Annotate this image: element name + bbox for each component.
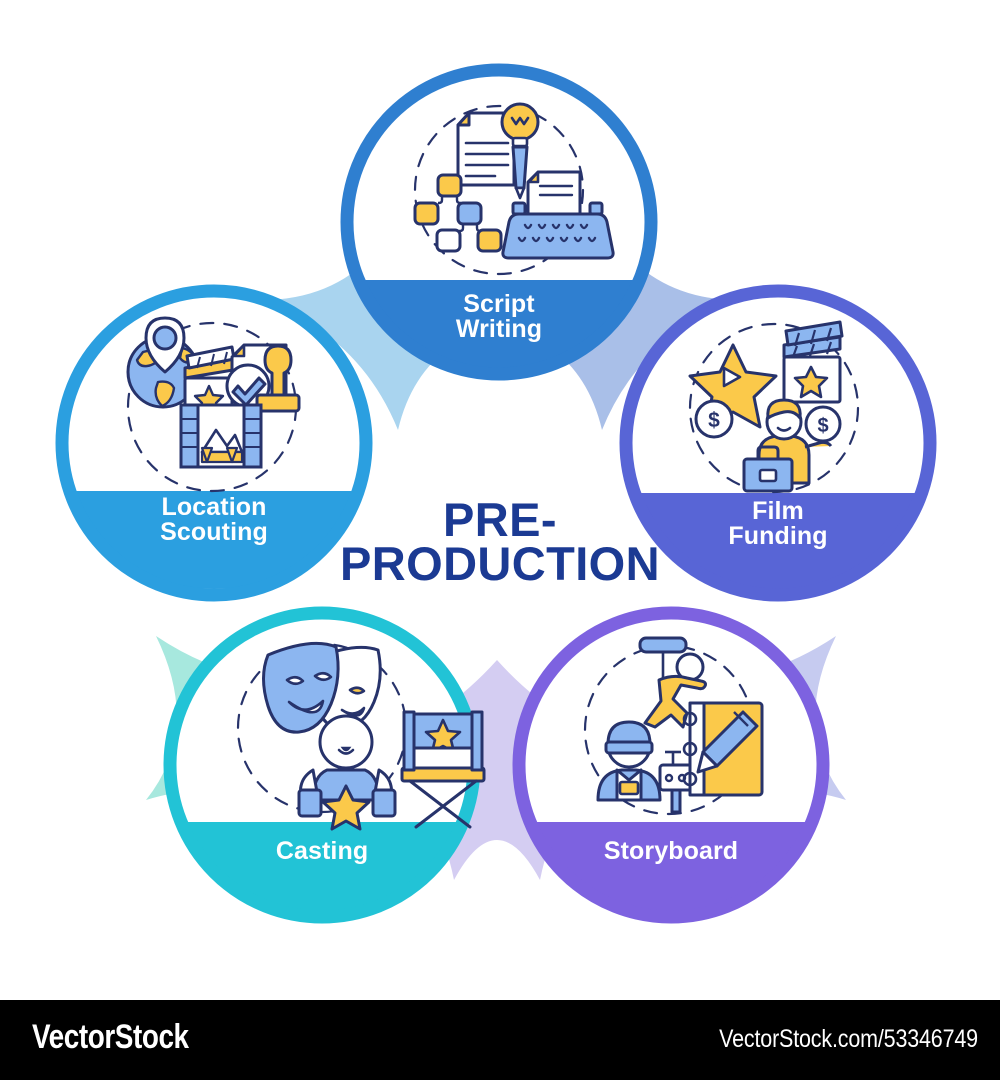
- script-writing-icon: [413, 102, 615, 260]
- film-funding-label-line1: Film: [752, 497, 804, 525]
- script-writing-label-line1: Script: [463, 290, 535, 318]
- script-writing-ring: [340, 63, 658, 381]
- svg-text:$: $: [817, 415, 828, 437]
- center-title: PRE- PRODUCTION: [340, 493, 660, 590]
- infographic-canvas: Script Writing $ $: [55, 63, 950, 932]
- center-title-line2: PRODUCTION: [340, 537, 660, 590]
- location-scouting-label-line2: Scouting: [160, 518, 268, 546]
- svg-text:$: $: [708, 409, 720, 432]
- node-film-funding[interactable]: $ $: [610, 284, 950, 603]
- casting-label-line1: Casting: [276, 837, 368, 865]
- storyboard-ring: [512, 606, 830, 924]
- location-scouting-label-line1: Location: [162, 493, 267, 521]
- script-writing-dashed-ring: [413, 104, 585, 276]
- vectorstock-url: VectorStock.com/53346749: [719, 1025, 978, 1053]
- storyboard-icon: [596, 636, 764, 814]
- film-funding-ring: [619, 284, 937, 602]
- node-storyboard[interactable]: Storyboard: [500, 606, 840, 932]
- location-scouting-icon: [126, 316, 301, 469]
- watermark-bar: VectorStock VectorStock.com/53346749: [0, 1000, 1000, 1080]
- casting-icon: [262, 641, 486, 831]
- storyboard-label-line1: Storyboard: [604, 837, 738, 865]
- script-writing-label-line2: Writing: [456, 315, 542, 343]
- vectorstock-logo: VectorStock: [32, 1018, 189, 1056]
- connector-storyboard-casting: [354, 660, 640, 880]
- node-script-writing[interactable]: Script Writing: [330, 63, 670, 390]
- film-funding-label-line2: Funding: [728, 522, 827, 550]
- film-funding-icon: $ $: [688, 320, 844, 493]
- location-scouting-ring: [55, 284, 373, 602]
- center-title-line1: PRE-: [443, 493, 557, 546]
